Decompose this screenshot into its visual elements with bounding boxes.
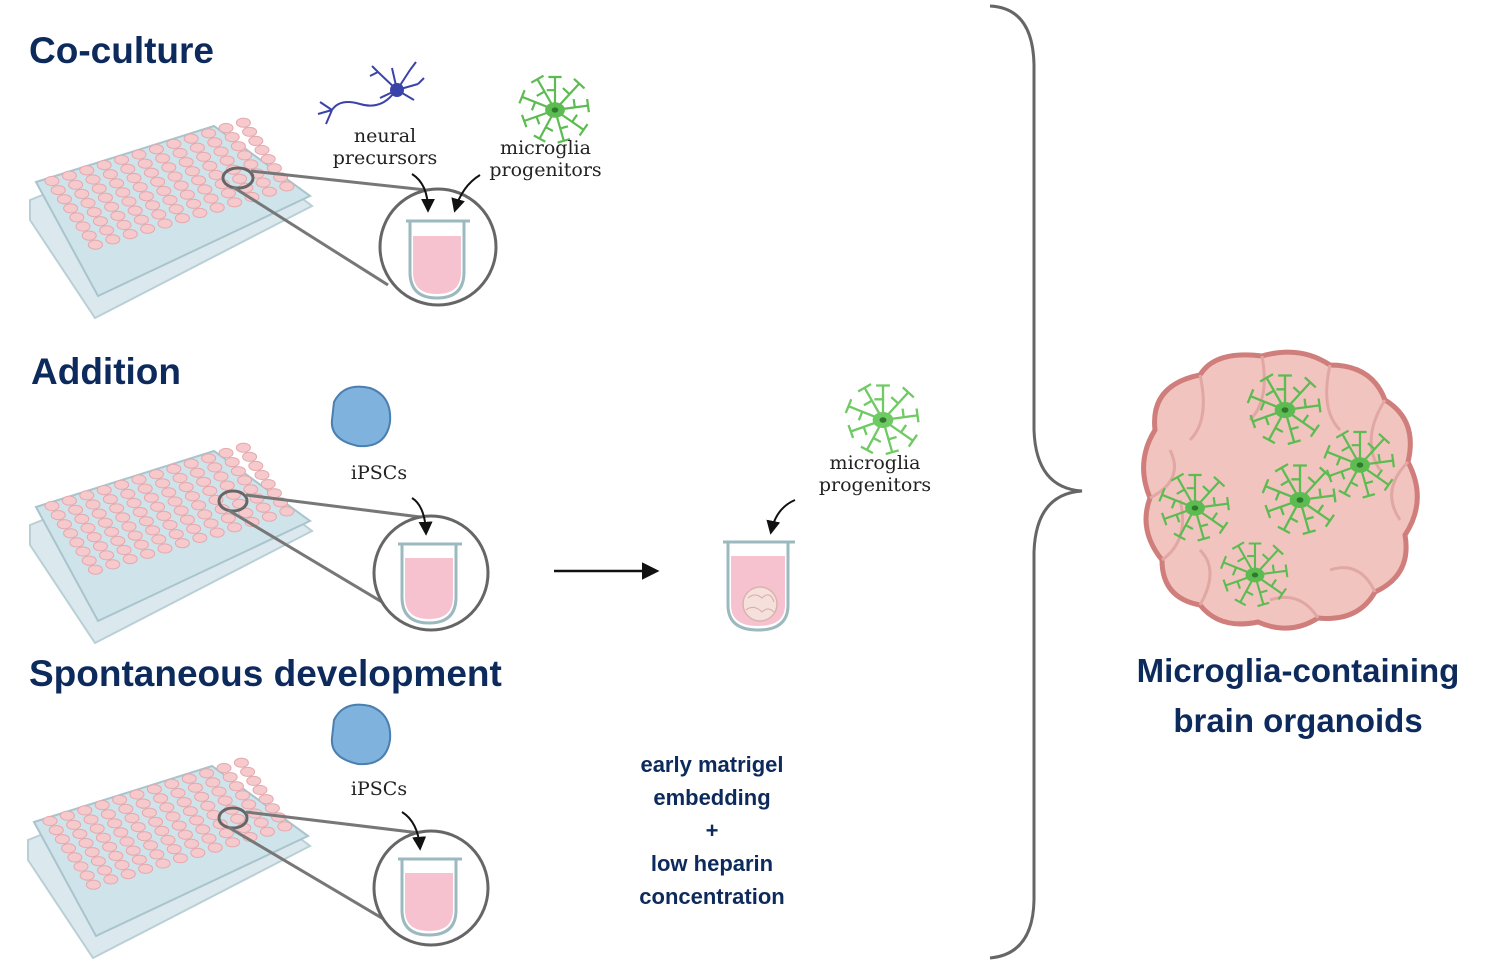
microglia-icon [1261,463,1337,536]
magnified-well-icon [221,166,498,307]
condition-line: low heparin [650,851,774,876]
microglia-icon [1220,541,1289,608]
condition-line: embedding [653,785,771,810]
coculture-microglia-line2: progenitors [489,159,602,181]
result-title-line1: Microglia-containing [1136,652,1460,689]
coculture-heading: Co-culture [29,30,214,71]
arrow-icon [401,811,427,851]
condition-line: concentration [639,884,785,909]
addition-ipsc-label: iPSCs [350,462,408,484]
well-plate-icon [29,442,314,645]
ipsc-cell-icon [330,703,392,766]
microglia-icon [1323,429,1395,499]
curly-brace-icon [989,4,1083,960]
microglia-icon [1158,472,1230,542]
addition-microglia-line1: microglia [829,452,921,474]
arrow-icon [411,497,433,536]
neuron-icon [317,61,425,125]
ipsc-cell-icon [330,385,392,448]
result-title: Microglia-containing brain organoids [1100,646,1494,746]
neural-label-line1: neural [353,125,417,147]
arrow-icon [411,173,435,213]
organoid-icon [1141,349,1420,631]
coculture-microglia-line1: microglia [500,137,591,159]
coculture-microglia-label: microglia progenitors [478,137,613,181]
magnified-well-icon [217,489,490,632]
well-plate-icon [27,757,312,960]
spontaneous-heading: Spontaneous development [29,653,502,694]
condition-line: + [705,818,719,843]
microglia-icon [518,74,590,144]
spontaneous-ipsc-label: iPSCs [350,778,408,800]
neural-precursors-label: neural precursors [318,125,452,169]
well-with-organoid-icon [723,540,795,632]
organoid-microglia-group [1158,373,1395,608]
addition-heading: Addition [31,351,182,392]
conditions-text: early matrigel embedding + low heparin c… [600,748,824,913]
microglia-icon [1246,373,1322,446]
microglia-icon [844,383,920,456]
addition-microglia-line2: progenitors [818,474,932,496]
magnified-well-icon [217,806,490,947]
neural-label-line2: precursors [332,147,438,169]
result-title-line2: brain organoids [1173,702,1423,739]
well-plate-icon [29,117,314,320]
addition-microglia-label: microglia progenitors [804,452,946,496]
arrow-icon [451,174,481,213]
arrow-icon [766,499,796,535]
condition-line: early matrigel [640,752,784,777]
